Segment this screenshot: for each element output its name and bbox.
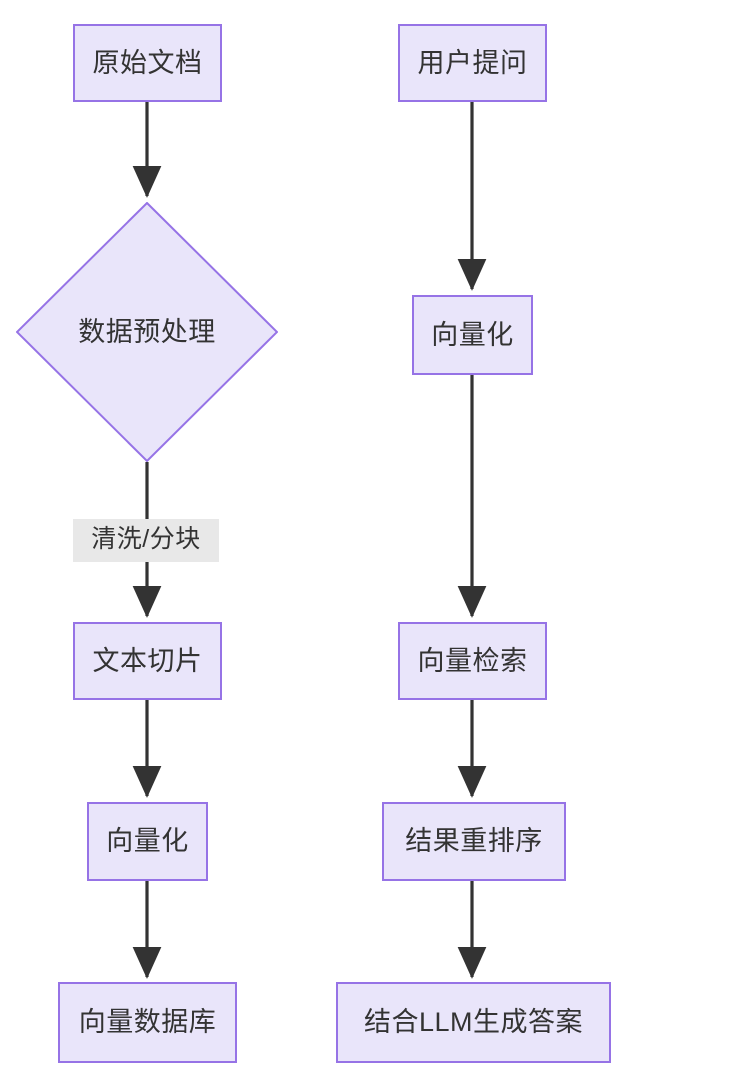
node-label: 向量化	[106, 826, 189, 856]
node-label: 结果重排序	[405, 826, 543, 856]
node-text-chunking[interactable]: 文本切片	[73, 622, 222, 700]
node-label: 原始文档	[92, 47, 203, 78]
node-label: 数据预处理	[78, 316, 216, 347]
node-vectorize-query[interactable]: 向量化	[412, 295, 533, 375]
node-vectorize-index[interactable]: 向量化	[87, 802, 208, 881]
edge-label-clean-chunk: 清洗/分块	[73, 519, 219, 562]
node-vector-database[interactable]: 向量数据库	[58, 982, 237, 1063]
node-label: 用户提问	[417, 47, 528, 78]
node-label: 向量化	[431, 319, 514, 350]
edge-label-text: 清洗/分块	[91, 525, 201, 553]
node-label: 结合LLM生成答案	[363, 1007, 584, 1037]
node-llm-answer-generation[interactable]: 结合LLM生成答案	[336, 982, 611, 1063]
node-label: 文本切片	[92, 645, 203, 676]
node-result-reranking[interactable]: 结果重排序	[382, 802, 566, 881]
node-label: 向量数据库	[78, 1007, 217, 1037]
node-data-preprocessing[interactable]: 数据预处理	[16, 202, 278, 462]
node-label: 向量检索	[417, 645, 528, 676]
diamond-shape	[16, 202, 278, 462]
node-vector-retrieval[interactable]: 向量检索	[398, 622, 547, 700]
node-raw-document[interactable]: 原始文档	[73, 24, 222, 102]
node-user-question[interactable]: 用户提问	[398, 24, 547, 102]
